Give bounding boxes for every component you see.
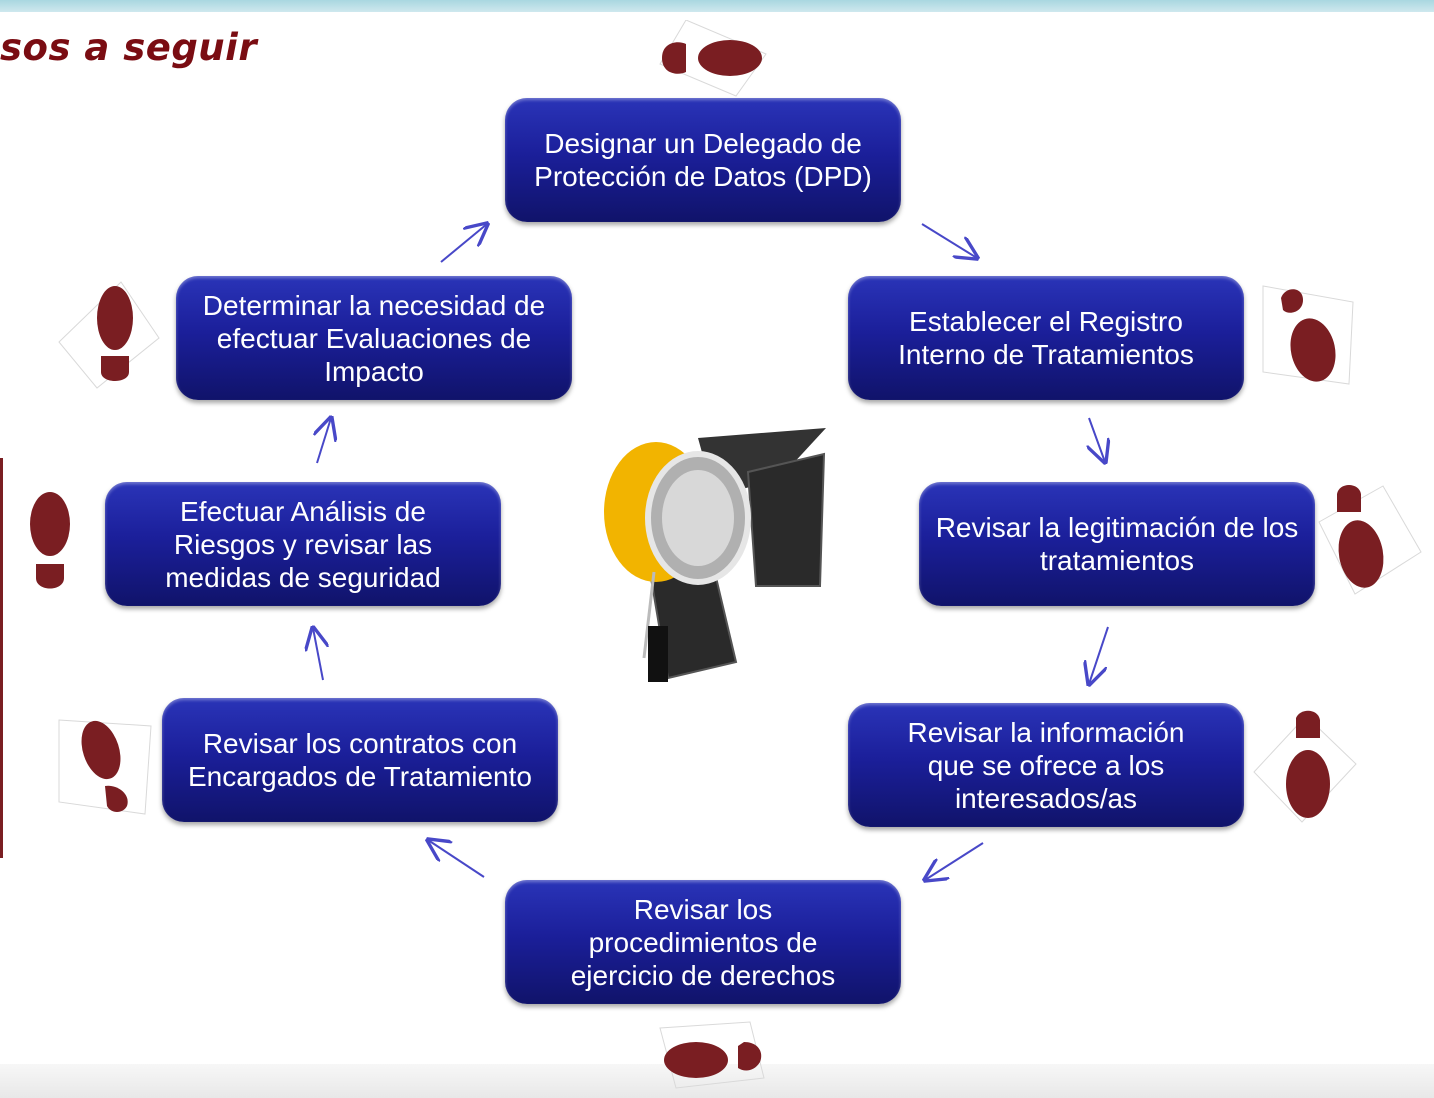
spotlight-image bbox=[604, 428, 826, 682]
footprint-icon bbox=[58, 281, 160, 389]
arrow-icon bbox=[1089, 626, 1109, 684]
step-label: Revisar la legitimación de los tratamien… bbox=[935, 512, 1299, 576]
step-label: Efectuar Análisis de Riesgos y revisar l… bbox=[165, 495, 441, 593]
step-legitimacion: Revisar la legitimación de los tratamien… bbox=[919, 482, 1315, 606]
step-ejercicio-derechos: Revisar los procedimientos de ejercicio … bbox=[505, 880, 901, 1004]
step-label: Designar un Delegado de Protección de Da… bbox=[534, 128, 872, 192]
footprint-icon bbox=[30, 492, 70, 589]
arrow-icon bbox=[428, 840, 485, 878]
arrow-icon bbox=[1089, 417, 1105, 462]
step-designar-dpd: Designar un Delegado de Protección de Da… bbox=[505, 98, 901, 222]
footprint-icon bbox=[1253, 710, 1357, 823]
footprint-icon bbox=[1318, 485, 1422, 595]
step-analisis-riesgos: Efectuar Análisis de Riesgos y revisar l… bbox=[105, 482, 501, 606]
arrow-icon bbox=[440, 224, 487, 263]
step-label: Establecer el Registro Interno de Tratam… bbox=[898, 306, 1194, 370]
page-title: sos a seguir bbox=[0, 26, 258, 69]
step-registro-tratamientos: Establecer el Registro Interno de Tratam… bbox=[848, 276, 1244, 400]
footprint-icon bbox=[659, 20, 767, 97]
step-informacion-interesados: Revisar la información que se ofrece a l… bbox=[848, 703, 1244, 827]
footprint-icon bbox=[58, 719, 152, 815]
arrow-icon bbox=[921, 223, 977, 258]
arrow-icon bbox=[313, 628, 323, 681]
footprint-icon bbox=[659, 1021, 765, 1089]
step-label: Revisar los contratos con Encargados de … bbox=[188, 728, 532, 792]
arrow-icon bbox=[925, 842, 984, 880]
step-evaluaciones-impacto: Determinar la necesidad de efectuar Eval… bbox=[176, 276, 572, 400]
step-label: Revisar la información que se ofrece a l… bbox=[907, 716, 1185, 814]
step-contratos-encargados: Revisar los contratos con Encargados de … bbox=[162, 698, 558, 822]
step-label: Revisar los procedimientos de ejercicio … bbox=[570, 893, 836, 991]
footprint-icon bbox=[1262, 285, 1354, 385]
left-frame-edge bbox=[0, 458, 3, 858]
top-banner-band bbox=[0, 0, 1434, 12]
arrow-icon bbox=[317, 418, 331, 464]
step-label: Determinar la necesidad de efectuar Eval… bbox=[202, 289, 546, 387]
